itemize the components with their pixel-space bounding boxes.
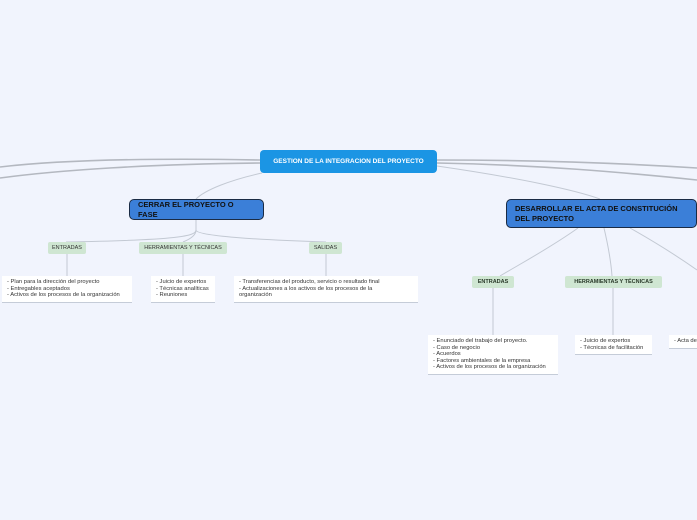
connector-central-cerrar xyxy=(195,172,263,200)
tag-cerrar-salidas-label: SALIDAS xyxy=(313,245,338,251)
tag-cerrar-herramientas-label: HERRAMIENTAS Y TÉCNICAS xyxy=(144,245,222,251)
connector-central-offscreen-right-1 xyxy=(436,159,697,169)
topic-desarrollar-label-line1: DESARROLLAR EL ACTA DE CONSTITUCIÓN xyxy=(515,204,678,214)
tag-cerrar-salidas[interactable]: SALIDAS xyxy=(309,242,342,254)
connector-cerrar-salidas xyxy=(195,229,327,243)
connector-central-offscreen-right-2 xyxy=(436,162,697,181)
leaf-item: - Activos de los procesos de la organiza… xyxy=(7,292,120,298)
leaf-item: - Entregables aceptados xyxy=(7,285,70,292)
leaf-item: - Plan para la dirección del proyecto xyxy=(7,279,100,285)
connector-central-desarrollar xyxy=(436,165,601,200)
leaf-item: - Acuerdos xyxy=(433,351,461,357)
central-topic[interactable]: GESTION DE LA INTEGRACION DEL PROYECTO xyxy=(260,150,437,173)
connector-central-offscreen-left-2 xyxy=(0,162,263,179)
leaf-item: - Reuniones xyxy=(156,292,188,298)
leaf-item: - Juicio de expertos xyxy=(580,338,631,344)
leaf-desarrollar-entradas[interactable]: - Enunciado del trabajo del proyecto. - … xyxy=(428,335,558,375)
leaf-desarrollar-salidas-partial[interactable]: - Acta de xyxy=(669,335,697,349)
tag-desarrollar-herramientas[interactable]: HERRAMIENTAS Y TÉCNICAS xyxy=(565,276,662,288)
topic-cerrar-proyecto[interactable]: CERRAR EL PROYECTO O FASE xyxy=(129,199,264,220)
leaf-cerrar-entradas[interactable]: - Plan para la dirección del proyecto - … xyxy=(2,276,132,303)
leaf-item: - Enunciado del trabajo del proyecto. xyxy=(433,338,528,344)
leaf-item: - Acta de xyxy=(674,338,697,344)
topic-desarrollar-label-line2: DEL PROYECTO xyxy=(515,213,574,223)
tag-cerrar-entradas[interactable]: ENTRADAS xyxy=(48,242,86,254)
leaf-item: - Activos de los procesos de la organiza… xyxy=(433,364,546,370)
connector-central-offscreen-left-1 xyxy=(0,158,261,168)
tag-desarrollar-entradas-label: ENTRADAS xyxy=(477,279,509,285)
connector-desarrollar-entradas xyxy=(499,227,579,277)
connector-cerrar-herramientas xyxy=(182,229,197,243)
connector-cerrar-entradas xyxy=(65,220,197,243)
tag-cerrar-herramientas[interactable]: HERRAMIENTAS Y TÉCNICAS xyxy=(139,242,227,254)
tag-cerrar-entradas-label: ENTRADAS xyxy=(52,245,82,251)
leaf-cerrar-herramientas[interactable]: - Juicio de expertos - Técnicas analític… xyxy=(151,276,215,303)
leaf-item: - Técnicas de facilitación xyxy=(580,344,644,351)
central-topic-label: GESTION DE LA INTEGRACION DEL PROYECTO xyxy=(273,158,424,165)
topic-desarrollar-acta[interactable]: DESARROLLAR EL ACTA DE CONSTITUCIÓN DEL … xyxy=(506,199,697,228)
connector-desarrollar-salidas xyxy=(629,227,697,271)
tag-desarrollar-entradas[interactable]: ENTRADAS xyxy=(472,276,514,288)
leaf-item: - Técnicas analíticas xyxy=(156,285,209,292)
leaf-item: - Transferencias del producto, servicio … xyxy=(239,279,380,285)
leaf-item: - Factores ambientales de la empresa xyxy=(433,357,531,364)
leaf-item: - Juicio de expertos xyxy=(156,279,207,285)
leaf-item: organización xyxy=(239,292,272,298)
connector-desarrollar-herramientas xyxy=(603,227,613,277)
tag-desarrollar-herramientas-label: HERRAMIENTAS Y TÉCNICAS xyxy=(574,279,653,285)
leaf-cerrar-salidas[interactable]: - Transferencias del producto, servicio … xyxy=(234,276,418,303)
leaf-desarrollar-herramientas[interactable]: - Juicio de expertos - Técnicas de facil… xyxy=(575,335,652,355)
topic-cerrar-label: CERRAR EL PROYECTO O FASE xyxy=(138,200,234,219)
leaf-item: - Caso de negocio xyxy=(433,344,481,351)
leaf-item: - Actualizaciones a los activos de los p… xyxy=(239,285,373,292)
